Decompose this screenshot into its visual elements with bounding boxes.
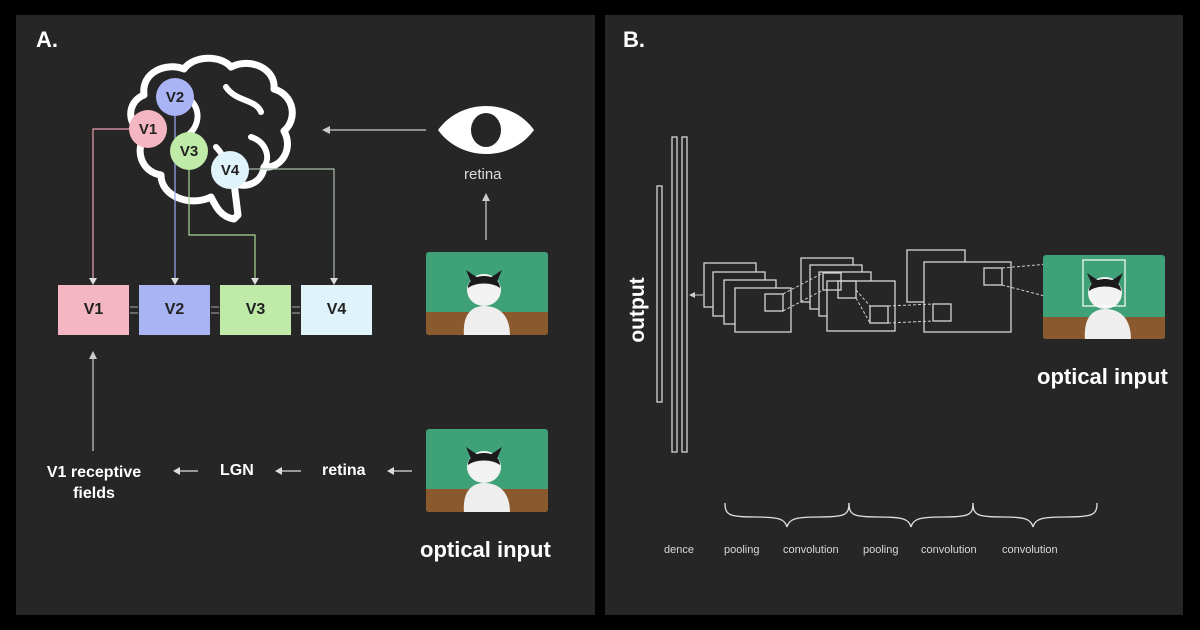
panel-b-label: B. [623, 27, 645, 52]
brain-area-v1: V1 [129, 110, 167, 148]
panel-b: B. output [605, 15, 1183, 615]
eye-retina-label: retina [464, 166, 502, 183]
lgn-label: LGN [220, 462, 254, 479]
layer-label-convolution: convolution [921, 544, 977, 556]
panel-a: A. [16, 15, 595, 615]
connector-lines [89, 115, 490, 475]
layer-label-convolution: convolution [783, 544, 839, 556]
optical-input-label: optical input [420, 537, 551, 562]
v2-box: V2 [139, 285, 210, 335]
brain-area-v4: V4 [211, 151, 249, 189]
brain-area-v3: V3 [170, 132, 208, 170]
v3-box: V3 [220, 285, 291, 335]
v1-box: V1 [58, 285, 129, 335]
v4-box: V4 [301, 285, 372, 335]
optical-input-label: optical input [1037, 364, 1168, 389]
layer-label-convolution: convolution [1002, 544, 1058, 556]
cnn-diagram [656, 136, 1098, 528]
layer-label-pooling: pooling [863, 544, 899, 556]
panel-a-label: A. [36, 27, 58, 52]
layer-label-pooling: pooling [724, 544, 760, 556]
retina-label: retina [322, 462, 366, 479]
cat-photo [1043, 255, 1165, 339]
cat-photo [426, 252, 548, 335]
layer-label-dence: dence [664, 544, 694, 556]
brain-area-v2: V2 [156, 78, 194, 116]
cat-photo [426, 429, 548, 512]
eye-icon [438, 106, 534, 154]
v1-receptive-fields-label: V1 receptive fields [46, 464, 142, 502]
